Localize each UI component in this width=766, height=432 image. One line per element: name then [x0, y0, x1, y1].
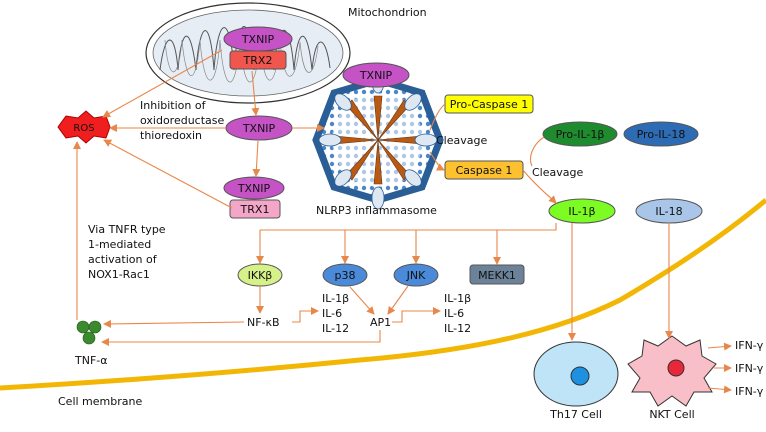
jnk-label: JNK: [406, 269, 426, 282]
pro-il18-label: Pro-IL-18: [637, 128, 686, 141]
pro-il1b-label: Pro-IL-1β: [556, 128, 605, 141]
pro-caspase1-label: Pro-Caspase 1: [450, 98, 529, 111]
th17-nucleus: [570, 366, 590, 386]
nlrp3-label: NLRP3 inflammasome: [316, 204, 437, 217]
cleavage1-label: Cleavage: [436, 134, 487, 147]
nkt-nucleus: [667, 359, 685, 377]
ifn-label-1: IFN-γ: [735, 339, 764, 352]
trx1-label: TRX1: [240, 203, 270, 216]
mekk1-label: MEKK1: [478, 269, 516, 282]
nlrp3-inflammasome: [312, 70, 444, 210]
inhibition-label: Inhibition of oxidoreductase thioredoxin: [140, 99, 228, 142]
cytokines-left-list: IL-1β IL-6 IL-12: [322, 292, 353, 335]
txnip-low-node: [223, 176, 285, 200]
txnip-top-node: [342, 62, 410, 88]
ifn-label-3: IFN-γ: [735, 385, 764, 398]
pro-il1b-node: [542, 121, 618, 147]
arrows: [73, 49, 732, 394]
il1b-node: [548, 198, 616, 224]
via-tnfr-label: Via TNFR type 1-mediated activation of N…: [88, 223, 169, 281]
caspase1-label: Caspase 1: [456, 164, 513, 177]
il18-label: IL-18: [655, 205, 682, 218]
th17-label: Th17 Cell: [549, 408, 602, 421]
cytokines-right-list: IL-1β IL-6 IL-12: [444, 292, 475, 335]
ikkb-label: IKKβ: [248, 269, 273, 282]
ros-label: ROS: [73, 123, 94, 134]
nfkb-label: NF-κB: [247, 316, 280, 329]
p38-label: p38: [335, 269, 356, 282]
ap1-label: AP1: [370, 316, 391, 329]
trx1-node: [229, 199, 281, 219]
txnip-top-label: TXNIP: [359, 69, 393, 82]
cell-membrane-label: Cell membrane: [58, 395, 142, 408]
p38-node: [322, 263, 368, 287]
trx2-node: [229, 50, 287, 70]
mitochondrion-label: Mitochondrion: [348, 6, 427, 19]
txnip-mid-label: TXNIP: [242, 122, 276, 135]
cell-membrane-curve: [0, 198, 766, 391]
mekk1-node: [469, 264, 525, 285]
jnk-node: [393, 263, 439, 287]
trx2-label: TRX2: [243, 54, 273, 67]
il1b-label: IL-1β: [568, 205, 595, 218]
ifn-label-2: IFN-γ: [735, 362, 764, 375]
pro-il18-node: [623, 121, 699, 147]
txnip-low-label: TXNIP: [237, 182, 271, 195]
nkt-label: NKT Cell: [649, 408, 694, 421]
txnip-mito-label: TXNIP: [241, 33, 275, 46]
cleavage2-label: Cleavage: [532, 166, 583, 179]
tnfa-icon: [76, 320, 102, 345]
tnfa-label: TNF-α: [74, 354, 108, 367]
